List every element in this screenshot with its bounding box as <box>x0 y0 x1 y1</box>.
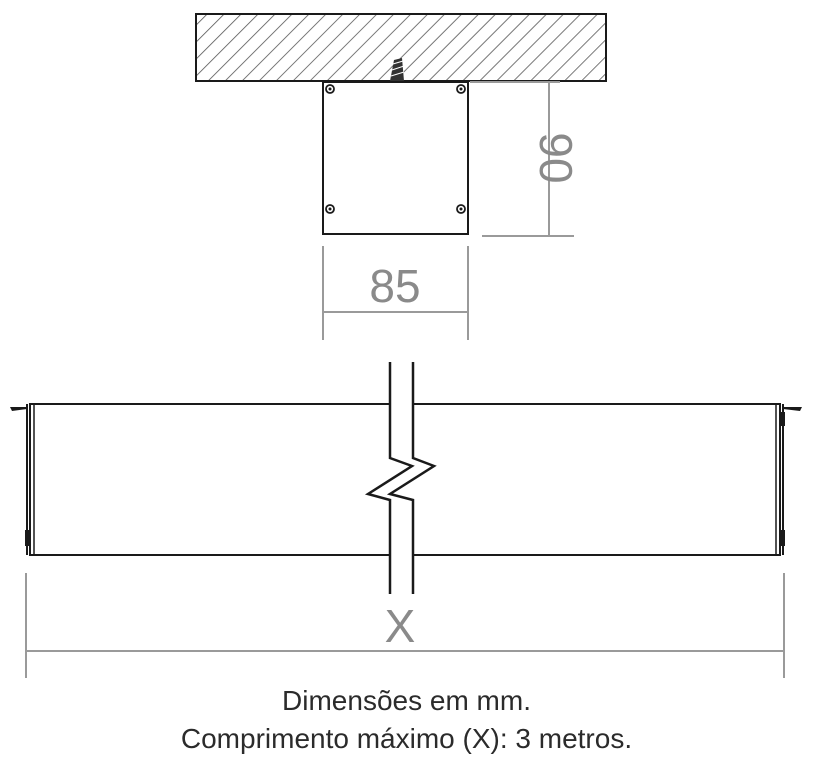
luminaire-body <box>29 403 781 556</box>
height-dimension-label: 90 <box>530 132 582 183</box>
right-end-cap <box>781 404 802 555</box>
fixing-screw-heads <box>325 84 466 214</box>
dimensions-note: Dimensões em mm. <box>282 685 531 716</box>
break-symbol <box>364 362 437 594</box>
left-end-cap <box>10 404 29 555</box>
profile-cross-section <box>322 81 469 235</box>
height-dimension: 90 <box>470 81 582 237</box>
length-dimension-label: X <box>385 600 416 652</box>
max-length-note: Comprimento máximo (X): 3 metros. <box>180 723 633 754</box>
width-dimension: 85 <box>322 246 469 340</box>
width-dimension-label: 85 <box>369 260 420 312</box>
length-dimension: X <box>25 573 785 678</box>
